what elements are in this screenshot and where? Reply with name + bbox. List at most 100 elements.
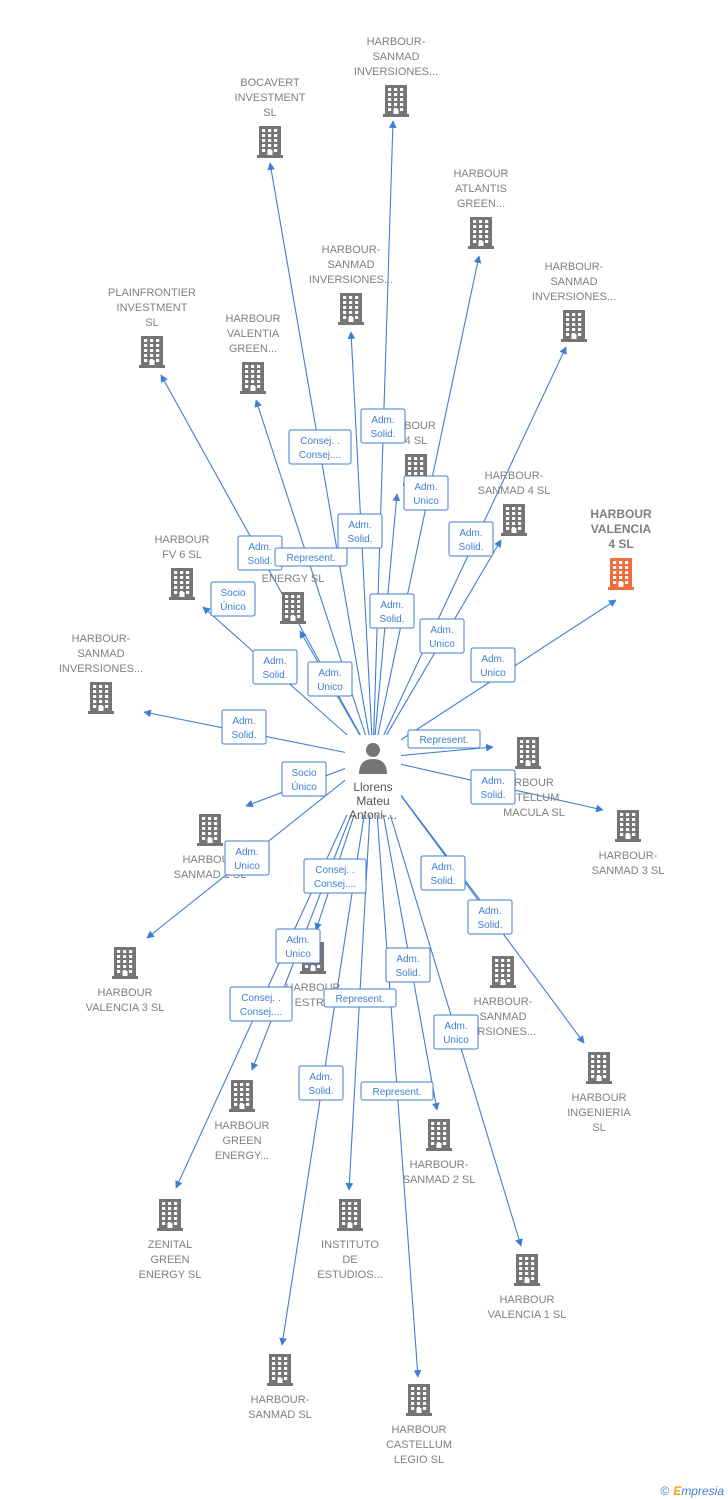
company-label-line: INSTITUTO	[321, 1239, 379, 1251]
building-icon	[337, 1199, 363, 1231]
role-tag-r-adm-unico-4[interactable]: Adm.Unico	[307, 661, 353, 697]
company-label-line: SL	[592, 1122, 605, 1134]
role-tag-r-adm-solid-12[interactable]: Adm.Solid.	[298, 1065, 344, 1101]
role-label: Consej. .Consej....	[240, 993, 282, 1018]
company-label-line: HARBOUR	[499, 1294, 554, 1306]
role-tag-r-adm-solid-11[interactable]: Adm.Solid.	[385, 947, 431, 983]
role-label: Adm.Solid.	[477, 906, 502, 931]
company-label-line: VALENCIA 1 SL	[488, 1309, 567, 1321]
role-label: Consej. .Consej....	[314, 865, 356, 890]
company-label-line: HARBOUR	[453, 168, 508, 180]
company-label-line: SANMAD SL	[248, 1409, 312, 1421]
company-label-line: HARBOUR-	[322, 244, 381, 256]
building-icon	[615, 810, 641, 842]
company-node-harbour-sanmad-3[interactable]: HARBOUR-SANMAD 3 SL	[592, 810, 665, 877]
role-tag-r-adm-solid-9[interactable]: Adm.Solid.	[420, 855, 466, 891]
role-tag-r-adm-solid-10[interactable]: Adm.Solid.	[467, 899, 513, 935]
company-label-line: ENERGY SL	[139, 1269, 202, 1281]
company-label-line: HARBOUR	[182, 854, 237, 866]
company-label-line: HARBOUR-	[599, 850, 658, 862]
role-tag-r-adm-unico-5[interactable]: Adm.Unico	[224, 840, 270, 876]
company-node-harbour-valencia-1[interactable]: HARBOUR VALENCIA 1 SL	[488, 1254, 567, 1321]
role-tag-r-adm-unico-2[interactable]: Adm.Unico	[419, 618, 465, 654]
edge-harbour-sanmad-2	[372, 757, 440, 1111]
role-label: Adm.Unico	[413, 482, 439, 507]
copyright-symbol: ©	[660, 1484, 670, 1498]
role-tag-r-adm-solid-3[interactable]: Adm.Solid.	[448, 521, 494, 557]
company-label-line: SL	[263, 107, 276, 119]
company-label-line: VALENTIA	[227, 328, 280, 340]
edge-zenital	[175, 757, 374, 1189]
role-label: Adm.Unico	[317, 668, 343, 693]
role-tag-r-adm-solid-8[interactable]: Adm.Solid.	[470, 769, 516, 805]
company-label-line: STELLUM	[509, 792, 560, 804]
role-tag-r-adm-unico-3[interactable]: Adm.Unico	[470, 647, 516, 683]
company-node-energy-sl[interactable]: ENERGY SL	[262, 573, 325, 624]
company-label: HARBOUR-SANMAD SL	[248, 1394, 312, 1421]
company-label-line: HARBOUR	[97, 987, 152, 999]
roles-layer: Adm.Solid.Consej. .Consej....Adm.UnicoAd…	[210, 408, 516, 1101]
company-node-harbour-sanmad-sl[interactable]: HARBOUR-SANMAD SL	[248, 1354, 312, 1421]
role-tag-r-adm-solid-1[interactable]: Adm.Solid.	[360, 408, 406, 444]
role-tag-r-consej-3[interactable]: Consej. .Consej....	[229, 986, 293, 1022]
role-label: Adm.Solid.	[430, 862, 455, 887]
role-tag-r-represent-3[interactable]: Represent.	[323, 988, 397, 1008]
role-tag-r-adm-solid-2[interactable]: Adm.Solid.	[337, 513, 383, 549]
role-tag-r-consej-2[interactable]: Consej. .Consej....	[303, 858, 367, 894]
role-tag-r-adm-unico-1[interactable]: Adm.Unico	[403, 475, 449, 511]
role-tag-r-adm-solid-6[interactable]: Adm.Solid.	[252, 649, 298, 685]
role-tag-r-consej[interactable]: Consej. .Consej....	[288, 429, 352, 465]
role-tag-r-adm-solid-5[interactable]: Adm.Solid.	[369, 593, 415, 629]
role-tag-r-represent-4[interactable]: Represent.	[360, 1081, 434, 1101]
role-tag-r-represent-2[interactable]: Represent.	[407, 729, 481, 749]
company-node-harbour-sanmad-4[interactable]: HARBOUR-SANMAD 4 SL	[478, 470, 551, 536]
company-label-line: SANMAD	[550, 276, 597, 288]
role-label: Adm.Solid.	[262, 656, 287, 681]
role-tag-r-adm-solid-7[interactable]: Adm.Solid.	[221, 709, 267, 745]
role-tag-r-represent-1[interactable]: Represent.	[274, 547, 348, 567]
company-node-harbour-valencia-3[interactable]: HARBOUR VALENCIA 3 SL	[86, 947, 165, 1014]
building-icon	[139, 336, 165, 368]
role-tag-r-adm-unico-7[interactable]: Adm.Unico	[433, 1014, 479, 1050]
building-icon	[514, 1254, 540, 1286]
company-label-line: VALENCIA 3 SL	[86, 1002, 165, 1014]
role-tag-r-adm-unico-6[interactable]: Adm.Unico	[275, 928, 321, 964]
company-label-line: GREEN	[222, 1135, 261, 1147]
building-icon	[468, 217, 494, 249]
company-label-line: INVERSIONES...	[309, 274, 393, 286]
company-label-line: DE	[342, 1254, 357, 1266]
building-icon	[229, 1080, 255, 1112]
company-node-harbour-sanmad-2[interactable]: HARBOUR-SANMAD 2 SL	[403, 1119, 476, 1186]
company-label-line: HARBOUR-	[367, 36, 426, 48]
company-label: HARBOUR VALENCIA 3 SL	[86, 987, 165, 1014]
role-label: Adm.Unico	[429, 625, 455, 650]
company-label-line: INGENIERIA	[567, 1107, 631, 1119]
